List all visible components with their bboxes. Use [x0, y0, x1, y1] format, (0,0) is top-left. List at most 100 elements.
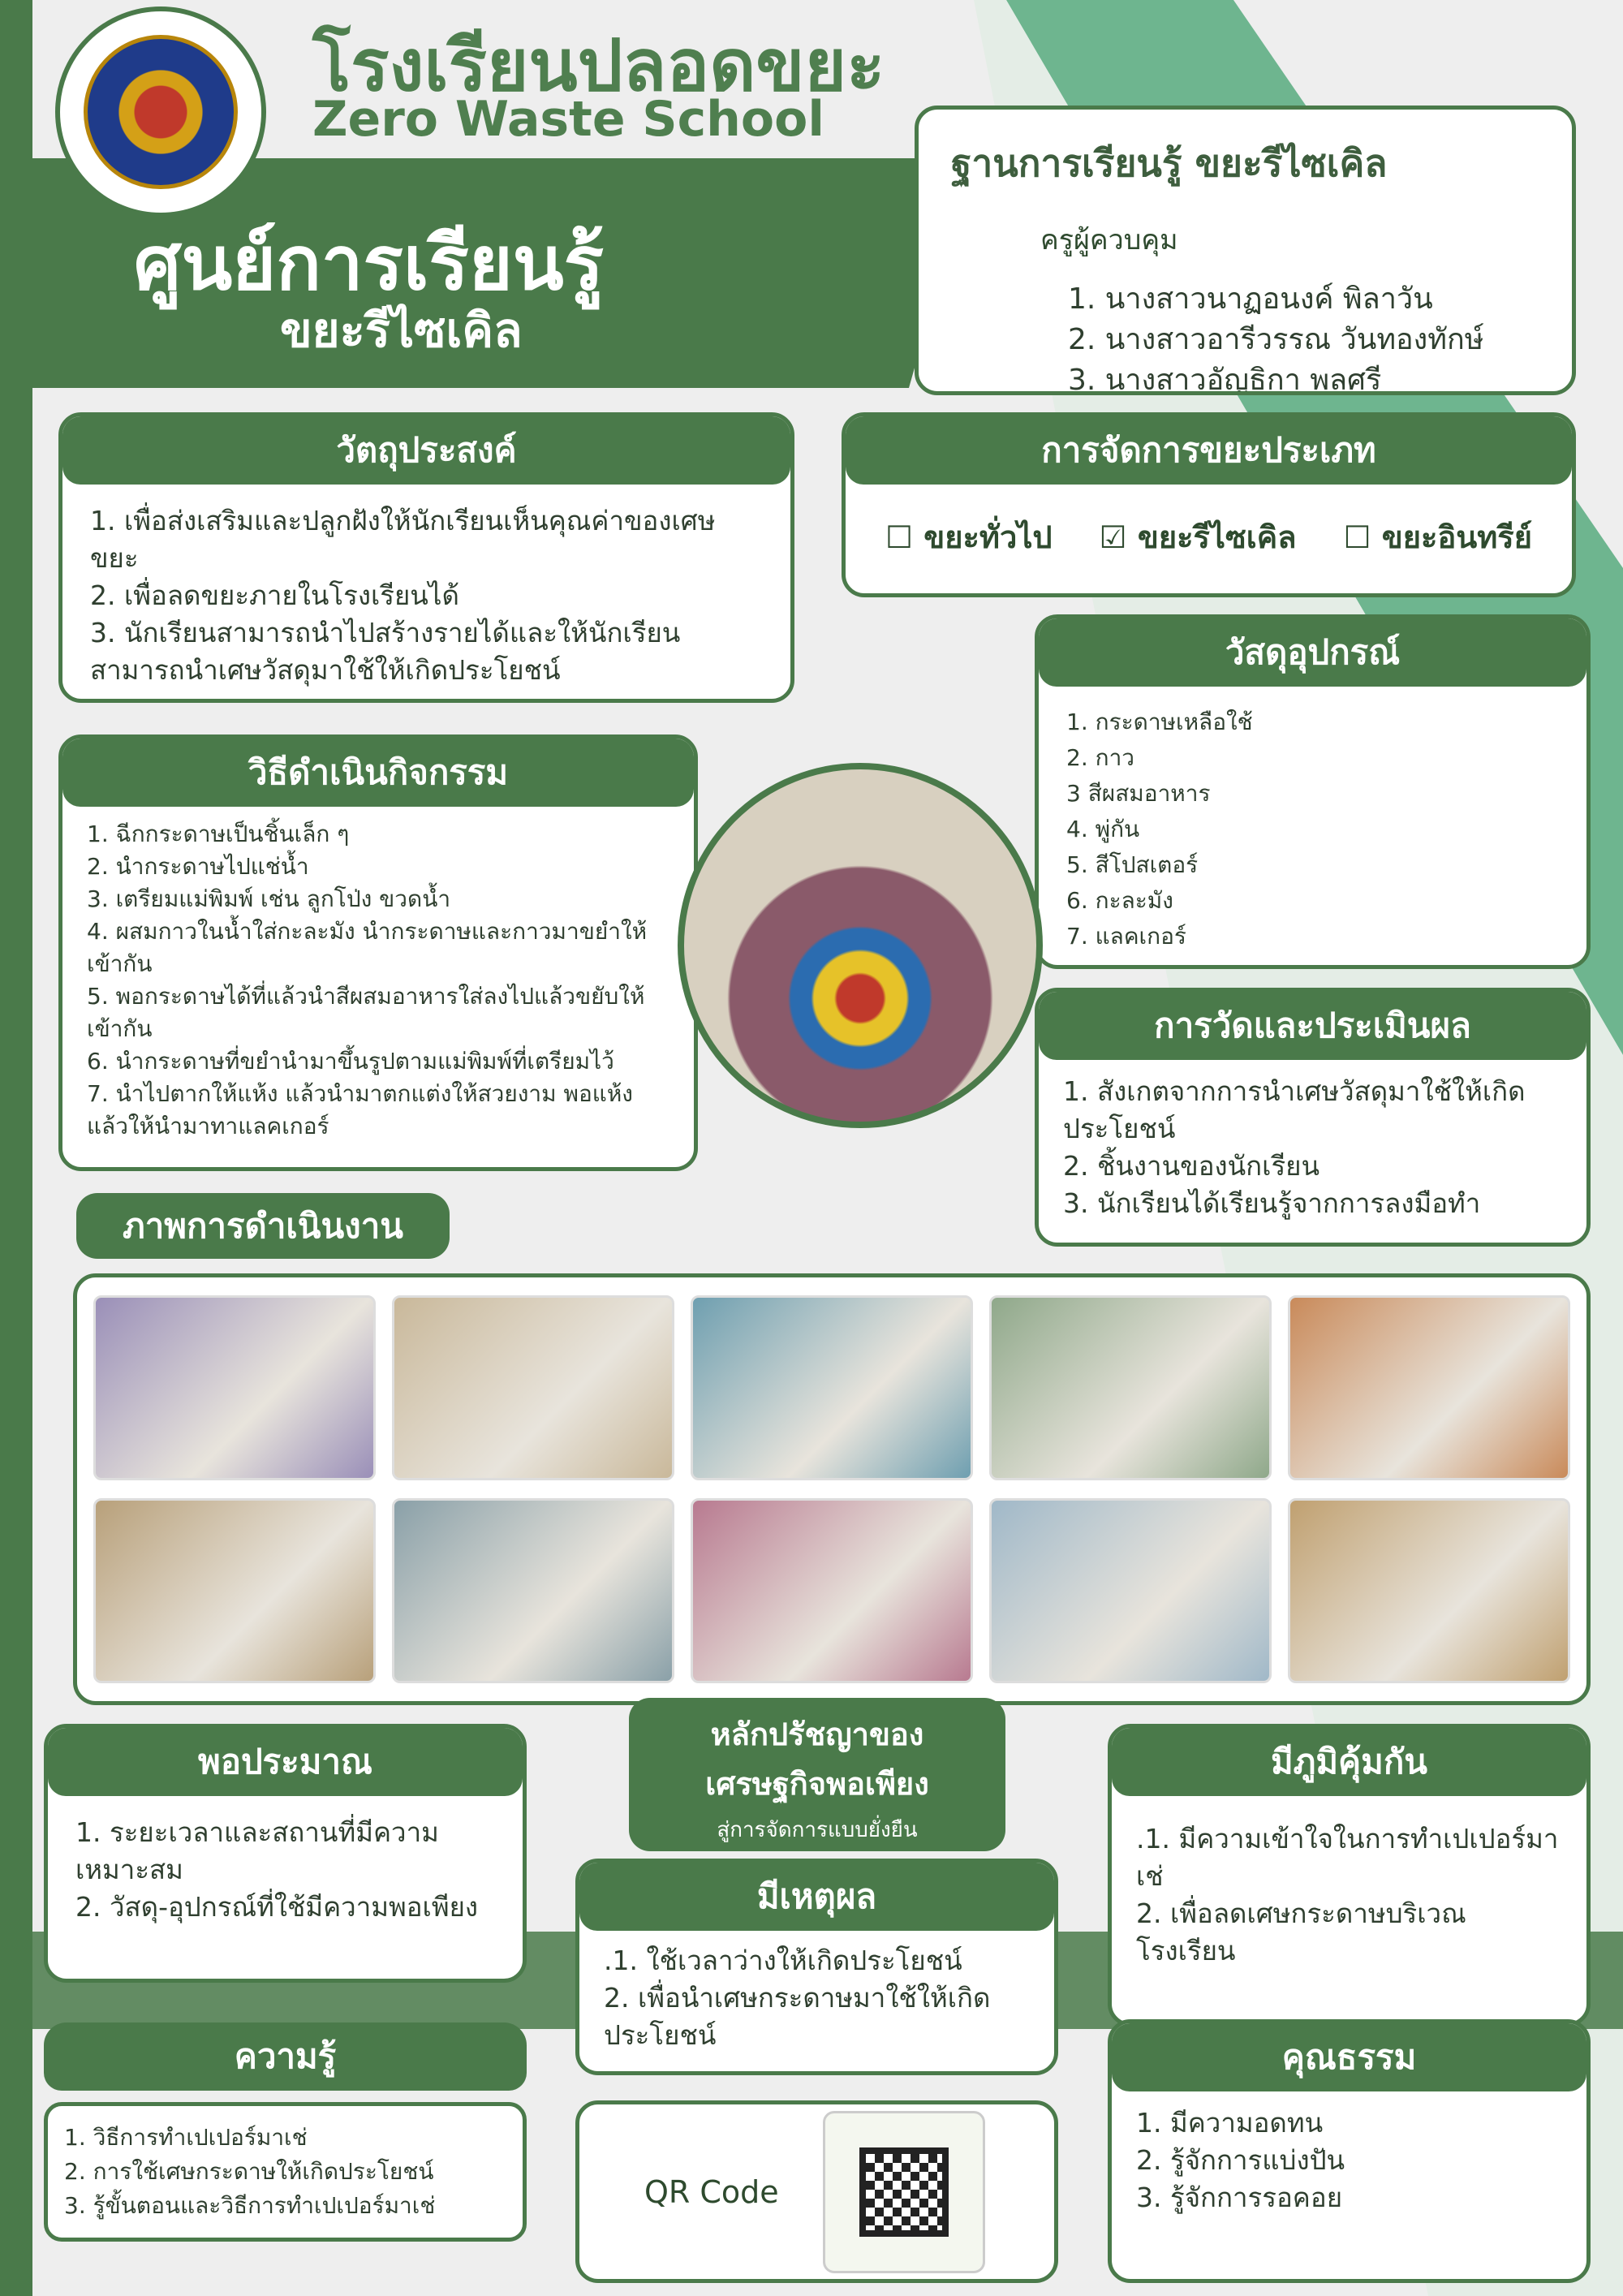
list-item: 1. ฉีกกระดาษเป็นชิ้นเล็ก ๆ [87, 821, 350, 847]
list-item: 2. นางสาวอารีวรรณ วันทองทักษ์ [1068, 323, 1484, 356]
title-thai: โรงเรียนปลอดขยะ [312, 24, 885, 107]
activity-photo [691, 1295, 973, 1480]
school-logo [55, 6, 266, 218]
reasonable-box: มีเหตุผล .1. ใช้เวลาว่างให้เกิดประโยชน์ 2… [575, 1859, 1058, 2075]
list-item: 3. รู้จักการรอคอย [1136, 2182, 1343, 2213]
activity-photo [989, 1498, 1272, 1683]
procedure-list: 1. ฉีกกระดาษเป็นชิ้นเล็ก ๆ 2. นำกระดาษไปแ… [62, 807, 694, 1154]
philosophy-line3: สู่การจัดการแบบยั่งยืน [717, 1818, 918, 1842]
gallery-box [73, 1273, 1591, 1705]
qr-code-image[interactable] [823, 2110, 985, 2273]
checked-box-icon[interactable]: ☑ [1099, 519, 1138, 555]
immunity-list: .1. มีความเข้าใจในการทำเปเปอร์มาเช่2. เพ… [1112, 1796, 1586, 1994]
left-strip [0, 0, 32, 2296]
knowledge-list: 1. วิธีการทำเปเปอร์มาเช่ 2. การใช้เศษกระด… [44, 2102, 527, 2242]
procedure-box: วิธีดำเนินกิจกรรม 1. ฉีกกระดาษเป็นชิ้นเล… [58, 734, 698, 1171]
procedure-header: วิธีดำเนินกิจกรรม [62, 739, 694, 807]
station-list: 1. นางสาวนาฏอนงค์ พิลาวัน 2. นางสาวอารีวร… [1040, 261, 1539, 395]
virtue-header: คุณธรรม [1112, 2023, 1586, 2091]
reasonable-header: มีเหตุผล [579, 1863, 1054, 1931]
knowledge-box: ความรู้ 1. วิธีการทำเปเปอร์มาเช่ 2. การใช… [44, 2022, 527, 2283]
list-item: 2. รู้จักการแบ่งปัน [1136, 2144, 1345, 2176]
list-item: 2. ชิ้นงานของนักเรียน [1063, 1150, 1320, 1182]
activity-photo [392, 1295, 674, 1480]
list-item: 3. นักเรียนสามารถนำไปสร้างรายได้และให้นั… [90, 617, 681, 686]
list-item: 2. นำกระดาษไปแช่น้ำ [87, 853, 309, 880]
list-item: .1. มีความเข้าใจในการทำเปเปอร์มาเช่ [1136, 1823, 1559, 1892]
waste-type-label: ขยะอินทรีย์ [1381, 519, 1532, 555]
objectives-box: วัตถุประสงค์ 1. เพื่อส่งเสริมและปลูกฝังใ… [58, 412, 794, 703]
immunity-box: มีภูมิคุ้มกัน .1. มีความเข้าใจในการทำเปเ… [1108, 1724, 1591, 2027]
waste-type-label: ขยะทั่วไป [923, 519, 1053, 555]
list-item: 1. มีความอดทน [1136, 2107, 1324, 2139]
waste-type-option[interactable]: ☐ ขยะทั่วไป [885, 512, 1053, 562]
list-item: 2. เพื่อลดเศษกระดาษบริเวณโรงเรียน [1136, 1898, 1466, 1966]
list-item: 5. สีโปสเตอร์ [1066, 851, 1199, 878]
activity-photo [1288, 1295, 1570, 1480]
waste-type-option[interactable]: ☑ ขยะรีไซเคิล [1100, 512, 1297, 562]
craft-photo-circle [678, 763, 1043, 1128]
evaluation-box: การวัดและประเมินผล 1. สังเกตจากการนำเศษว… [1035, 988, 1591, 1247]
activity-photo [93, 1498, 376, 1683]
moderation-list: 1. ระยะเวลาและสถานที่มีความเหมาะสม 2. วัส… [48, 1796, 523, 1944]
list-item: 2. กาว [1066, 744, 1135, 771]
supervisor-label: ครูผู้ควบคุม [1040, 224, 1178, 256]
reasonable-list: .1. ใช้เวลาว่างให้เกิดประโยชน์ 2. เพื่อนำ… [579, 1931, 1054, 2066]
list-item: 1. สังเกตจากการนำเศษวัสดุมาใช้ให้เกิดประ… [1063, 1075, 1526, 1144]
list-item: 4. พู่กัน [1066, 816, 1140, 842]
station-title: ฐานการเรียนรู้ ขยะรีไซเคิล [951, 141, 1388, 185]
center-subtitle: ขยะรีไซเคิล [280, 303, 523, 358]
list-item: 3. นางสาวอัญธิกา พลศรี [1068, 364, 1382, 395]
list-item: 2. เพื่อลดขยะภายในโรงเรียนได้ [90, 579, 459, 611]
knowledge-header: ความรู้ [44, 2022, 527, 2091]
moderation-box: พอประมาณ 1. ระยะเวลาและสถานที่มีความเหมา… [44, 1724, 527, 1983]
waste-type-header: การจัดการขยะประเภท [846, 416, 1572, 485]
list-item: 2. การใช้เศษกระดาษให้เกิดประโยชน์ [64, 2158, 434, 2185]
checkbox-icon[interactable]: ☐ [885, 519, 924, 555]
activity-photo [989, 1295, 1272, 1480]
waste-type-box: การจัดการขยะประเภท ☐ ขยะทั่วไป ☑ ขยะรีไซเ… [842, 412, 1576, 597]
evaluation-list: 1. สังเกตจากการนำเศษวัสดุมาใช้ให้เกิดประ… [1039, 1060, 1586, 1235]
list-item: 5. พอกระดาษได้ที่แล้วนำสีผสมอาหารใส่ลงไป… [87, 983, 645, 1042]
list-item: 6. นำกระดาษที่ขยำนำมาขึ้นรูปตามแม่พิมพ์ท… [87, 1048, 614, 1075]
activity-photo [93, 1295, 376, 1480]
list-item: 3. รู้ขั้นตอนและวิธีการทำเปเปอร์มาเช่ [64, 2192, 436, 2219]
qr-box: QR Code [575, 2100, 1058, 2283]
evaluation-header: การวัดและประเมินผล [1039, 992, 1586, 1060]
virtue-list: 1. มีความอดทน 2. รู้จักการแบ่งปัน 3. รู้จั… [1112, 2091, 1586, 2229]
checkbox-icon[interactable]: ☐ [1343, 519, 1382, 555]
philosophy-line1: หลักปรัชญาของ [710, 1717, 924, 1752]
immunity-header: มีภูมิคุ้มกัน [1112, 1728, 1586, 1796]
list-item: 7. แลคเกอร์ [1066, 923, 1186, 950]
list-item: 1. เพื่อส่งเสริมและปลูกฝังให้นักเรียนเห็… [90, 505, 716, 574]
list-item: 6. กะละมัง [1066, 887, 1173, 914]
list-item: 3. นักเรียนได้เรียนรู้จากการลงมือทำ [1063, 1187, 1481, 1219]
activity-photo [392, 1498, 674, 1683]
virtue-box: คุณธรรม 1. มีความอดทน 2. รู้จักการแบ่งปัน… [1108, 2019, 1591, 2283]
philosophy-banner: หลักปรัชญาของ เศรษฐกิจพอเพียง สู่การจัดก… [629, 1698, 1005, 1851]
list-item: 1. นางสาวนาฏอนงค์ พิลาวัน [1068, 282, 1433, 316]
waste-type-option[interactable]: ☐ ขยะอินทรีย์ [1344, 512, 1532, 562]
list-item: 3. เตรียมแม่พิมพ์ เช่น ลูกโป่ง ขวดน้ำ [87, 885, 451, 912]
qr-label: QR Code [644, 2173, 779, 2210]
materials-header: วัสดุอุปกรณ์ [1039, 618, 1586, 687]
activity-photo [691, 1498, 973, 1683]
moderation-header: พอประมาณ [48, 1728, 523, 1796]
title-english: Zero Waste School [312, 91, 824, 148]
objectives-list: 1. เพื่อส่งเสริมและปลูกฝังให้นักเรียนเห็… [62, 485, 790, 699]
list-item: 2. วัสดุ-อุปกรณ์ที่ใช้มีความพอเพียง [75, 1891, 479, 1923]
station-box: ฐานการเรียนรู้ ขยะรีไซเคิล ครูผู้ควบคุม … [915, 106, 1576, 395]
list-item: 1. ระยะเวลาและสถานที่มีความเหมาะสม [75, 1816, 439, 1885]
gallery-title: ภาพการดำเนินงาน [76, 1193, 450, 1259]
waste-type-label: ขยะรีไซเคิล [1137, 519, 1297, 555]
objectives-header: วัตถุประสงค์ [62, 416, 790, 485]
list-item: 1. วิธีการทำเปเปอร์มาเช่ [64, 2124, 308, 2151]
list-item: 2. เพื่อนำเศษกระดาษมาใช้ให้เกิดประโยชน์ [604, 1982, 991, 2051]
list-item: .1. ใช้เวลาว่างให้เกิดประโยชน์ [604, 1945, 962, 1976]
philosophy-line2: เศรษฐกิจพอเพียง [705, 1766, 929, 1802]
activity-photo [1288, 1498, 1570, 1683]
center-title: ศูนย์การเรียนรู้ [134, 220, 605, 307]
list-item: 4. ผสมกาวในน้ำใส่กะละมัง นำกระดาษและกาวม… [87, 918, 648, 977]
list-item: 3 สีผสมอาหาร [1066, 780, 1211, 807]
